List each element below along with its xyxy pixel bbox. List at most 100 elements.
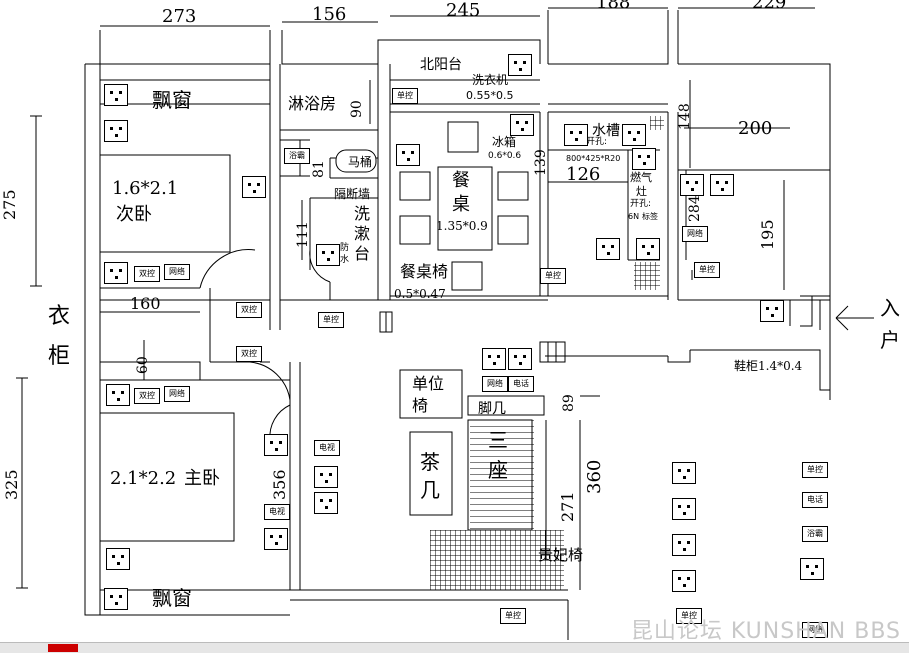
socket-icon <box>106 384 130 406</box>
tea-table-b: 几 <box>420 478 440 502</box>
second-bedroom-label: 次卧 <box>116 204 152 225</box>
dim-81: 81 <box>311 160 327 178</box>
single-switch-icon: 单控 <box>392 88 418 104</box>
sink-label: 水槽 <box>592 123 620 139</box>
dim-275: 275 <box>0 189 19 220</box>
fridge-label: 冰箱 <box>492 135 517 149</box>
dim-139: 139 <box>533 149 549 176</box>
double-switch-icon: 双控 <box>236 302 262 318</box>
socket-icon <box>636 238 660 260</box>
bay-window-bottom: 飘窗 <box>152 586 192 610</box>
taskbar-button[interactable] <box>48 644 78 652</box>
single-switch-icon: 单控 <box>676 608 702 624</box>
bay-window-top: 飘窗 <box>152 88 192 112</box>
chaise-label: 贵妃椅 <box>538 546 584 564</box>
dim-325: 325 <box>2 469 21 500</box>
socket-icon <box>800 558 824 580</box>
network-jack-icon: 网络 <box>802 622 828 638</box>
network-jack-icon: 网络 <box>482 376 508 392</box>
taskbar <box>0 642 909 653</box>
socket-icon <box>104 120 128 142</box>
socket-icon <box>104 84 128 106</box>
dim-271: 271 <box>558 491 577 522</box>
stove-label-b: 灶 <box>636 185 647 198</box>
wardrobe-a: 衣 <box>48 304 71 329</box>
socket-icon <box>508 348 532 370</box>
dim-229: 229 <box>752 0 787 13</box>
single-switch-icon: 单控 <box>540 268 566 284</box>
washer-size: 0.55*0.5 <box>466 89 514 102</box>
dining-table-b: 桌 <box>452 194 470 215</box>
dim-360: 360 <box>584 459 605 494</box>
tv-jack-icon: 电视 <box>314 440 340 456</box>
dim-284: 284 <box>687 195 703 222</box>
single-switch-icon: 单控 <box>802 462 828 478</box>
socket-icon <box>508 54 532 76</box>
forum-watermark: 昆山论坛 KUNSHAN BBS <box>630 619 901 644</box>
shower-room-label: 淋浴房 <box>288 94 337 113</box>
single-switch-icon: 单控 <box>318 312 344 328</box>
toilet-label: 马桶 <box>348 155 373 169</box>
single-switch-icon: 单控 <box>500 608 526 624</box>
shoe-cabinet-label: 鞋柜1.4*0.4 <box>734 359 803 373</box>
dim-160: 160 <box>130 294 161 313</box>
dim-195: 195 <box>758 219 777 250</box>
entrance-a: 入 <box>880 296 900 320</box>
single-switch-icon: 单控 <box>694 262 720 278</box>
foot-stool-label: 脚几 <box>478 401 506 417</box>
stove-label-e: 标签 <box>642 212 658 221</box>
tea-table-a: 茶 <box>420 450 440 474</box>
waterproof-a: 防 <box>340 243 350 253</box>
unit-chair-a: 单位 <box>412 374 445 393</box>
dim-156: 156 <box>312 4 347 25</box>
socket-icon <box>672 462 696 484</box>
socket-icon <box>316 244 340 266</box>
socket-icon <box>680 174 704 196</box>
socket-icon <box>104 588 128 610</box>
network-jack-icon: 网络 <box>682 226 708 242</box>
dim-148: 148 <box>677 103 693 130</box>
socket-icon <box>242 176 266 198</box>
dim-188: 188 <box>596 0 631 13</box>
double-switch-icon: 双控 <box>134 388 160 404</box>
dim-89: 89 <box>561 394 577 412</box>
wardrobe-b: 柜 <box>48 344 71 369</box>
sink-size: 800*425*R20 <box>566 154 621 163</box>
dining-table-size: 1.35*0.9 <box>436 219 488 233</box>
double-switch-icon: 双控 <box>134 266 160 282</box>
socket-icon <box>632 148 656 170</box>
double-switch-icon: 双控 <box>236 346 262 362</box>
socket-icon <box>314 466 338 488</box>
partition-wall-label: 隔断墙 <box>334 187 371 201</box>
stove-label-d: 6N <box>628 212 640 221</box>
dim-273: 273 <box>162 6 197 27</box>
socket-icon <box>564 124 588 146</box>
wash-basin-a: 洗 <box>354 204 371 223</box>
entrance-b: 户 <box>880 328 900 352</box>
socket-icon <box>672 534 696 556</box>
socket-icon <box>710 174 734 196</box>
stove-label-a: 燃气 <box>630 171 652 184</box>
network-jack-icon: 网络 <box>164 264 190 280</box>
socket-icon <box>760 300 784 322</box>
dining-chair-size: 0.5*0.47 <box>394 287 446 301</box>
dim-60: 60 <box>135 356 151 374</box>
dim-90: 90 <box>349 100 365 118</box>
socket-icon <box>482 348 506 370</box>
socket-icon <box>106 548 130 570</box>
dim-200: 200 <box>738 118 773 139</box>
bath-heater-switch-icon: 浴霸 <box>802 526 828 542</box>
waterproof-b: 水 <box>340 255 350 265</box>
socket-icon <box>104 262 128 284</box>
stove-label-c: 开孔: <box>630 199 652 209</box>
master-bedroom-label: 主卧 <box>184 468 220 489</box>
socket-icon <box>264 434 288 456</box>
socket-icon <box>622 124 646 146</box>
tv-jack-icon: 电视 <box>264 504 290 520</box>
socket-icon <box>672 570 696 592</box>
three-seat-b: 座 <box>488 458 508 482</box>
phone-jack-icon: 电话 <box>802 492 828 508</box>
three-seat-a: 三 <box>488 428 508 452</box>
dim-111: 111 <box>295 221 311 248</box>
